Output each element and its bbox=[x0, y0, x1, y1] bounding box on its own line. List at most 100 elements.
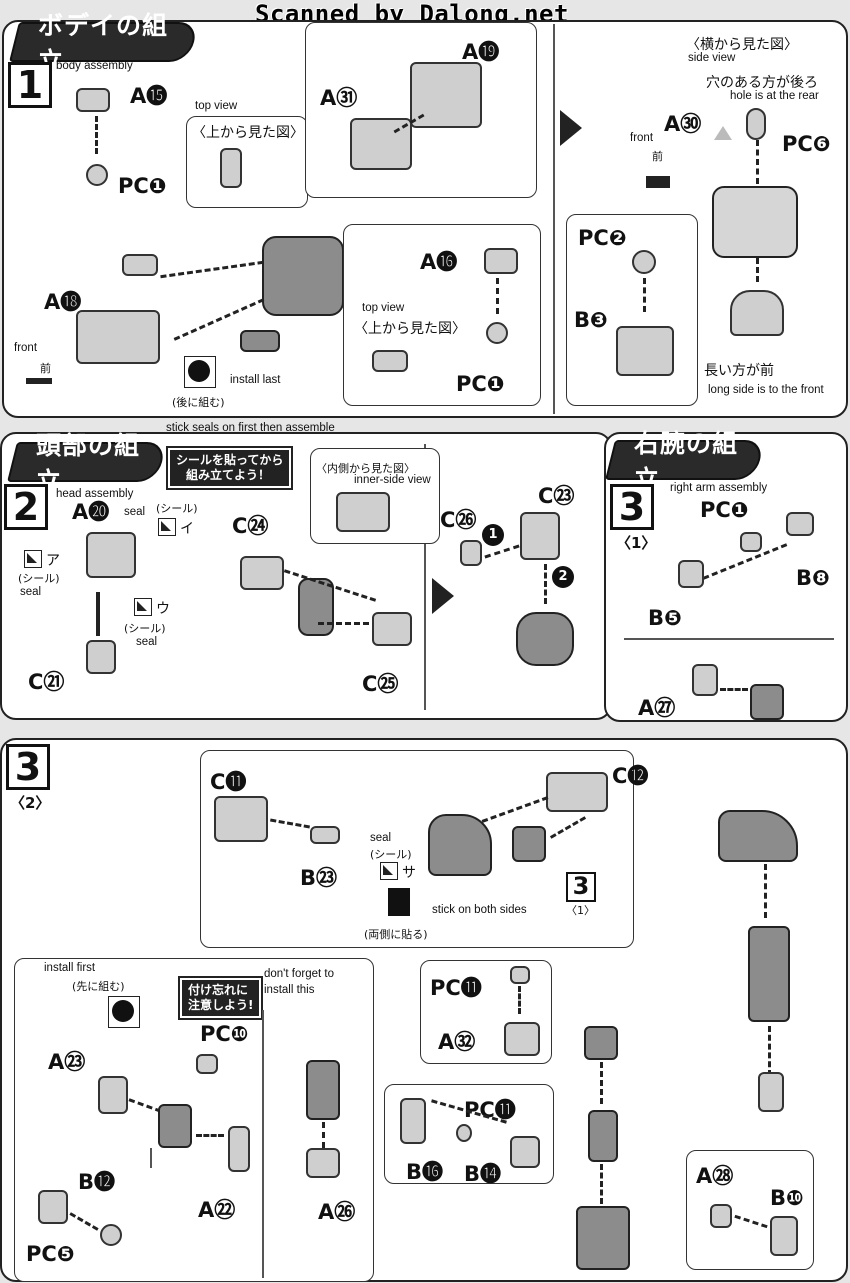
part-b3 bbox=[616, 326, 674, 376]
head-assembled bbox=[516, 612, 574, 666]
assembly-arrow bbox=[496, 278, 499, 314]
part-label: B㉓ bbox=[300, 866, 338, 890]
part-a30 bbox=[714, 126, 732, 140]
assembly-arrow bbox=[600, 1062, 603, 1104]
part-label: A㉗ bbox=[638, 696, 676, 720]
part-label: PC❶ bbox=[456, 372, 505, 396]
part-label: A㉜ bbox=[438, 1030, 476, 1054]
front-en: front bbox=[14, 342, 38, 354]
part-pc1-arm bbox=[740, 532, 762, 552]
section-divider bbox=[553, 24, 555, 414]
badge-line: 注意しよう! bbox=[188, 998, 254, 1012]
part-label: PC⓫ bbox=[430, 976, 482, 1000]
top-view2-jp: 〈上から見た図〉 bbox=[354, 321, 466, 337]
part-pc1 bbox=[86, 164, 108, 186]
arm-joint bbox=[750, 684, 784, 720]
part-label: C㉓ bbox=[538, 484, 575, 508]
both-sides-icon bbox=[388, 888, 410, 916]
part-b23 bbox=[310, 826, 340, 844]
part-label: C㉕ bbox=[362, 672, 399, 696]
badge-line: 付け忘れに bbox=[188, 983, 249, 997]
part-c11 bbox=[214, 796, 268, 842]
seal-icon bbox=[24, 550, 42, 568]
both-sides-en: stick on both sides bbox=[432, 904, 527, 916]
assembly-arrow bbox=[720, 688, 748, 691]
dont-forget-en: install this bbox=[264, 984, 315, 996]
seal-label: ウ bbox=[156, 601, 170, 617]
part-label: A㉒ bbox=[198, 1198, 236, 1222]
seal-icon bbox=[158, 518, 176, 536]
part-label: B⓰ bbox=[406, 1160, 444, 1184]
assembly-arrow bbox=[518, 986, 521, 1014]
step-number: 3 bbox=[610, 484, 654, 530]
inner-view-jp: 〈内側から見た図〉 bbox=[316, 462, 415, 475]
forearm-bottom bbox=[576, 1206, 630, 1270]
step-sub: 〈2〉 bbox=[10, 794, 51, 812]
part-a20 bbox=[86, 532, 136, 578]
assembly-arrow bbox=[756, 258, 759, 282]
badge-line: シールを貼ってから bbox=[176, 453, 284, 467]
top-view-part bbox=[220, 148, 242, 188]
seal-jp: (シール) bbox=[370, 848, 412, 861]
assembly-arrow bbox=[96, 592, 100, 636]
forearm-mid bbox=[588, 1110, 618, 1162]
front-jp: 前 bbox=[40, 362, 51, 375]
both-sides-jp: (両側に貼る) bbox=[364, 928, 428, 941]
upper-arm bbox=[748, 926, 790, 1022]
part-label: PC❶ bbox=[700, 498, 749, 522]
part-a26 bbox=[306, 1148, 340, 1178]
part-label: B❸ bbox=[574, 308, 608, 332]
part-lower-pin bbox=[240, 330, 280, 352]
part-b16 bbox=[400, 1098, 426, 1144]
install-last-icon bbox=[184, 356, 216, 388]
part-c24 bbox=[240, 556, 284, 590]
seal-en: seal bbox=[124, 506, 146, 518]
section-right-arm-1 bbox=[604, 432, 848, 722]
hole-en: hole is at the rear bbox=[730, 90, 819, 102]
long-jp: 長い方が前 bbox=[704, 363, 774, 379]
part-label: A⓴ bbox=[72, 500, 110, 524]
part-label: PC❿ bbox=[200, 1022, 249, 1046]
body-core bbox=[262, 236, 344, 316]
seal-label: ア bbox=[46, 553, 60, 569]
install-first-jp: (先に組む) bbox=[72, 980, 125, 993]
part-a32 bbox=[504, 1022, 540, 1056]
part-pc5 bbox=[100, 1224, 122, 1246]
right-arm-en: right arm assembly bbox=[670, 482, 768, 494]
forearm-top bbox=[584, 1026, 618, 1060]
leader-line bbox=[150, 1148, 152, 1168]
head-assembly-en: head assembly bbox=[56, 488, 134, 500]
part-label: A⓲ bbox=[44, 290, 82, 314]
install-last-jp: (後に組む) bbox=[172, 396, 225, 409]
assembly-arrow bbox=[764, 864, 767, 918]
step-sub: 〈1〉 bbox=[616, 534, 657, 552]
part-label: A⓰ bbox=[420, 250, 458, 274]
assembly-arrow bbox=[196, 1134, 224, 1137]
part-pc6 bbox=[746, 108, 766, 140]
install-first-en: install first bbox=[44, 962, 96, 974]
part-label: A㉓ bbox=[48, 1050, 86, 1074]
arm-pin bbox=[758, 1072, 784, 1112]
part-a16 bbox=[484, 248, 518, 274]
elbow-joint bbox=[158, 1104, 192, 1148]
head-core bbox=[298, 578, 334, 636]
part-label: A㉚ bbox=[664, 112, 702, 136]
seal-icon bbox=[380, 862, 398, 880]
seal-label: イ bbox=[180, 521, 194, 537]
part-c12 bbox=[546, 772, 608, 812]
part-a19 bbox=[410, 62, 482, 128]
dont-forget-en: don't forget to bbox=[264, 968, 334, 980]
part-b12 bbox=[38, 1190, 68, 1224]
install-last-en: install last bbox=[230, 374, 281, 386]
ref-step-number: 3 bbox=[566, 872, 596, 902]
part-a28 bbox=[710, 1204, 732, 1228]
top-view2-part bbox=[372, 350, 408, 372]
part-label: PC❻ bbox=[782, 132, 831, 156]
part-label: A㉛ bbox=[320, 86, 358, 110]
seal-en: seal bbox=[136, 636, 158, 648]
part-label: PC❷ bbox=[578, 226, 627, 250]
inset-divider bbox=[624, 638, 834, 640]
part-b10 bbox=[770, 1216, 798, 1256]
part-pc11 bbox=[510, 966, 530, 984]
part-pc10 bbox=[196, 1054, 218, 1074]
